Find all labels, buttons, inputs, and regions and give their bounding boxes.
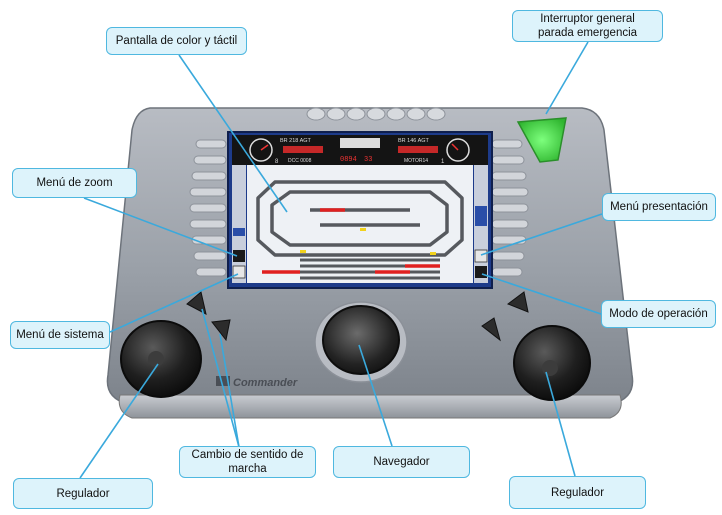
leader-zoom bbox=[83, 197, 238, 257]
leader-lines bbox=[79, 41, 603, 479]
label-zoom-text: Menú de zoom bbox=[36, 177, 113, 189]
label-presentacion-text: Menú presentación bbox=[610, 201, 708, 213]
leader-interruptor bbox=[545, 41, 589, 115]
emergency-stop-button[interactable] bbox=[516, 117, 567, 163]
label-regulador-right-text: Regulador bbox=[550, 486, 605, 499]
speedometer-right-icon bbox=[446, 138, 470, 162]
label-interruptor-line2: parada emergencia bbox=[537, 27, 638, 39]
left-menu-icon bbox=[233, 228, 245, 236]
label-presentacion: Menú presentación bbox=[602, 193, 716, 221]
speed-right: 1 bbox=[441, 159, 445, 165]
label-sistema: Menú de sistema bbox=[10, 321, 110, 349]
device-front-edge bbox=[118, 394, 622, 419]
speed-left: 8 bbox=[275, 159, 279, 165]
direction-left-down-arrow-icon[interactable] bbox=[211, 319, 231, 342]
label-regulador-left: Regulador bbox=[13, 478, 153, 509]
clock-right: 33 bbox=[364, 156, 372, 164]
commander-device: BR 218 AGT BR 146 AGT DCC 0008 MOTOR14 8… bbox=[106, 107, 634, 419]
label-navegador: Navegador bbox=[333, 446, 470, 478]
label-pantalla: Pantalla de color y táctil bbox=[106, 27, 247, 55]
right-menu-blue-block bbox=[475, 206, 487, 226]
label-interruptor: Interruptor general parada emergencia bbox=[512, 10, 663, 42]
right-regulator-knob[interactable] bbox=[513, 325, 591, 401]
track-layout bbox=[256, 180, 464, 257]
right-ribs bbox=[491, 139, 529, 277]
track-signals bbox=[300, 228, 436, 255]
direction-right-up-arrow-icon[interactable] bbox=[506, 291, 529, 313]
presentation-menu-button[interactable] bbox=[474, 249, 488, 263]
loco-right-image bbox=[398, 146, 438, 153]
brand-logo: Commander bbox=[216, 376, 298, 389]
label-regulador-right: Regulador bbox=[509, 476, 646, 509]
leader-operacion bbox=[481, 273, 602, 315]
label-navegador-text: Navegador bbox=[373, 456, 430, 468]
loco-left-id: BR 218 AGT bbox=[280, 138, 312, 144]
direction-left-up-arrow-icon[interactable] bbox=[186, 291, 207, 315]
leader-sentido-1 bbox=[201, 308, 240, 448]
speedometer-left-icon bbox=[249, 138, 273, 162]
label-sentido-line2: marcha bbox=[228, 463, 267, 475]
operation-mode-button[interactable] bbox=[475, 266, 487, 278]
label-operacion-text: Modo de operación bbox=[609, 308, 708, 320]
track-occupied-segments bbox=[262, 208, 440, 274]
leader-regulador-left bbox=[79, 363, 159, 479]
direction-buttons-left[interactable] bbox=[186, 291, 231, 342]
leader-sentido-2 bbox=[219, 333, 240, 448]
left-regulator-knob[interactable] bbox=[120, 320, 202, 398]
label-sentido-line1: Cambio de sentido de bbox=[191, 449, 304, 461]
top-ribs bbox=[306, 107, 446, 121]
left-menu-bar bbox=[232, 165, 246, 283]
address-right: MOTOR14 bbox=[404, 158, 428, 164]
address-left: DCC 0008 bbox=[288, 158, 312, 164]
label-sistema-text: Menú de sistema bbox=[16, 329, 104, 341]
leader-presentacion bbox=[480, 213, 603, 256]
label-interruptor-line1: Interruptor general bbox=[540, 13, 635, 25]
label-sentido: Cambio de sentido de marcha bbox=[179, 446, 316, 478]
direction-right-down-arrow-icon[interactable] bbox=[481, 317, 501, 342]
loco-right-id: BR 146 AGT bbox=[398, 138, 430, 144]
clock-left: 0894 bbox=[340, 156, 357, 164]
label-operacion: Modo de operación bbox=[601, 300, 716, 328]
loco-left-image bbox=[283, 146, 323, 153]
zoom-menu-button[interactable] bbox=[233, 250, 245, 262]
brand-logo-text: Commander bbox=[233, 377, 298, 389]
left-ribs bbox=[189, 139, 227, 277]
navigator-knob[interactable] bbox=[314, 301, 408, 383]
leader-sistema bbox=[109, 273, 239, 333]
label-pantalla-text: Pantalla de color y táctil bbox=[115, 35, 238, 47]
label-regulador-left-text: Regulador bbox=[56, 487, 110, 500]
center-icons bbox=[340, 138, 380, 148]
leader-pantalla bbox=[178, 54, 288, 213]
leader-regulador-right bbox=[545, 371, 576, 477]
label-zoom: Menú de zoom bbox=[12, 168, 137, 198]
leader-navegador bbox=[358, 344, 393, 447]
direction-buttons-right[interactable] bbox=[481, 291, 529, 342]
touch-screen[interactable]: BR 218 AGT BR 146 AGT DCC 0008 MOTOR14 8… bbox=[227, 131, 493, 289]
